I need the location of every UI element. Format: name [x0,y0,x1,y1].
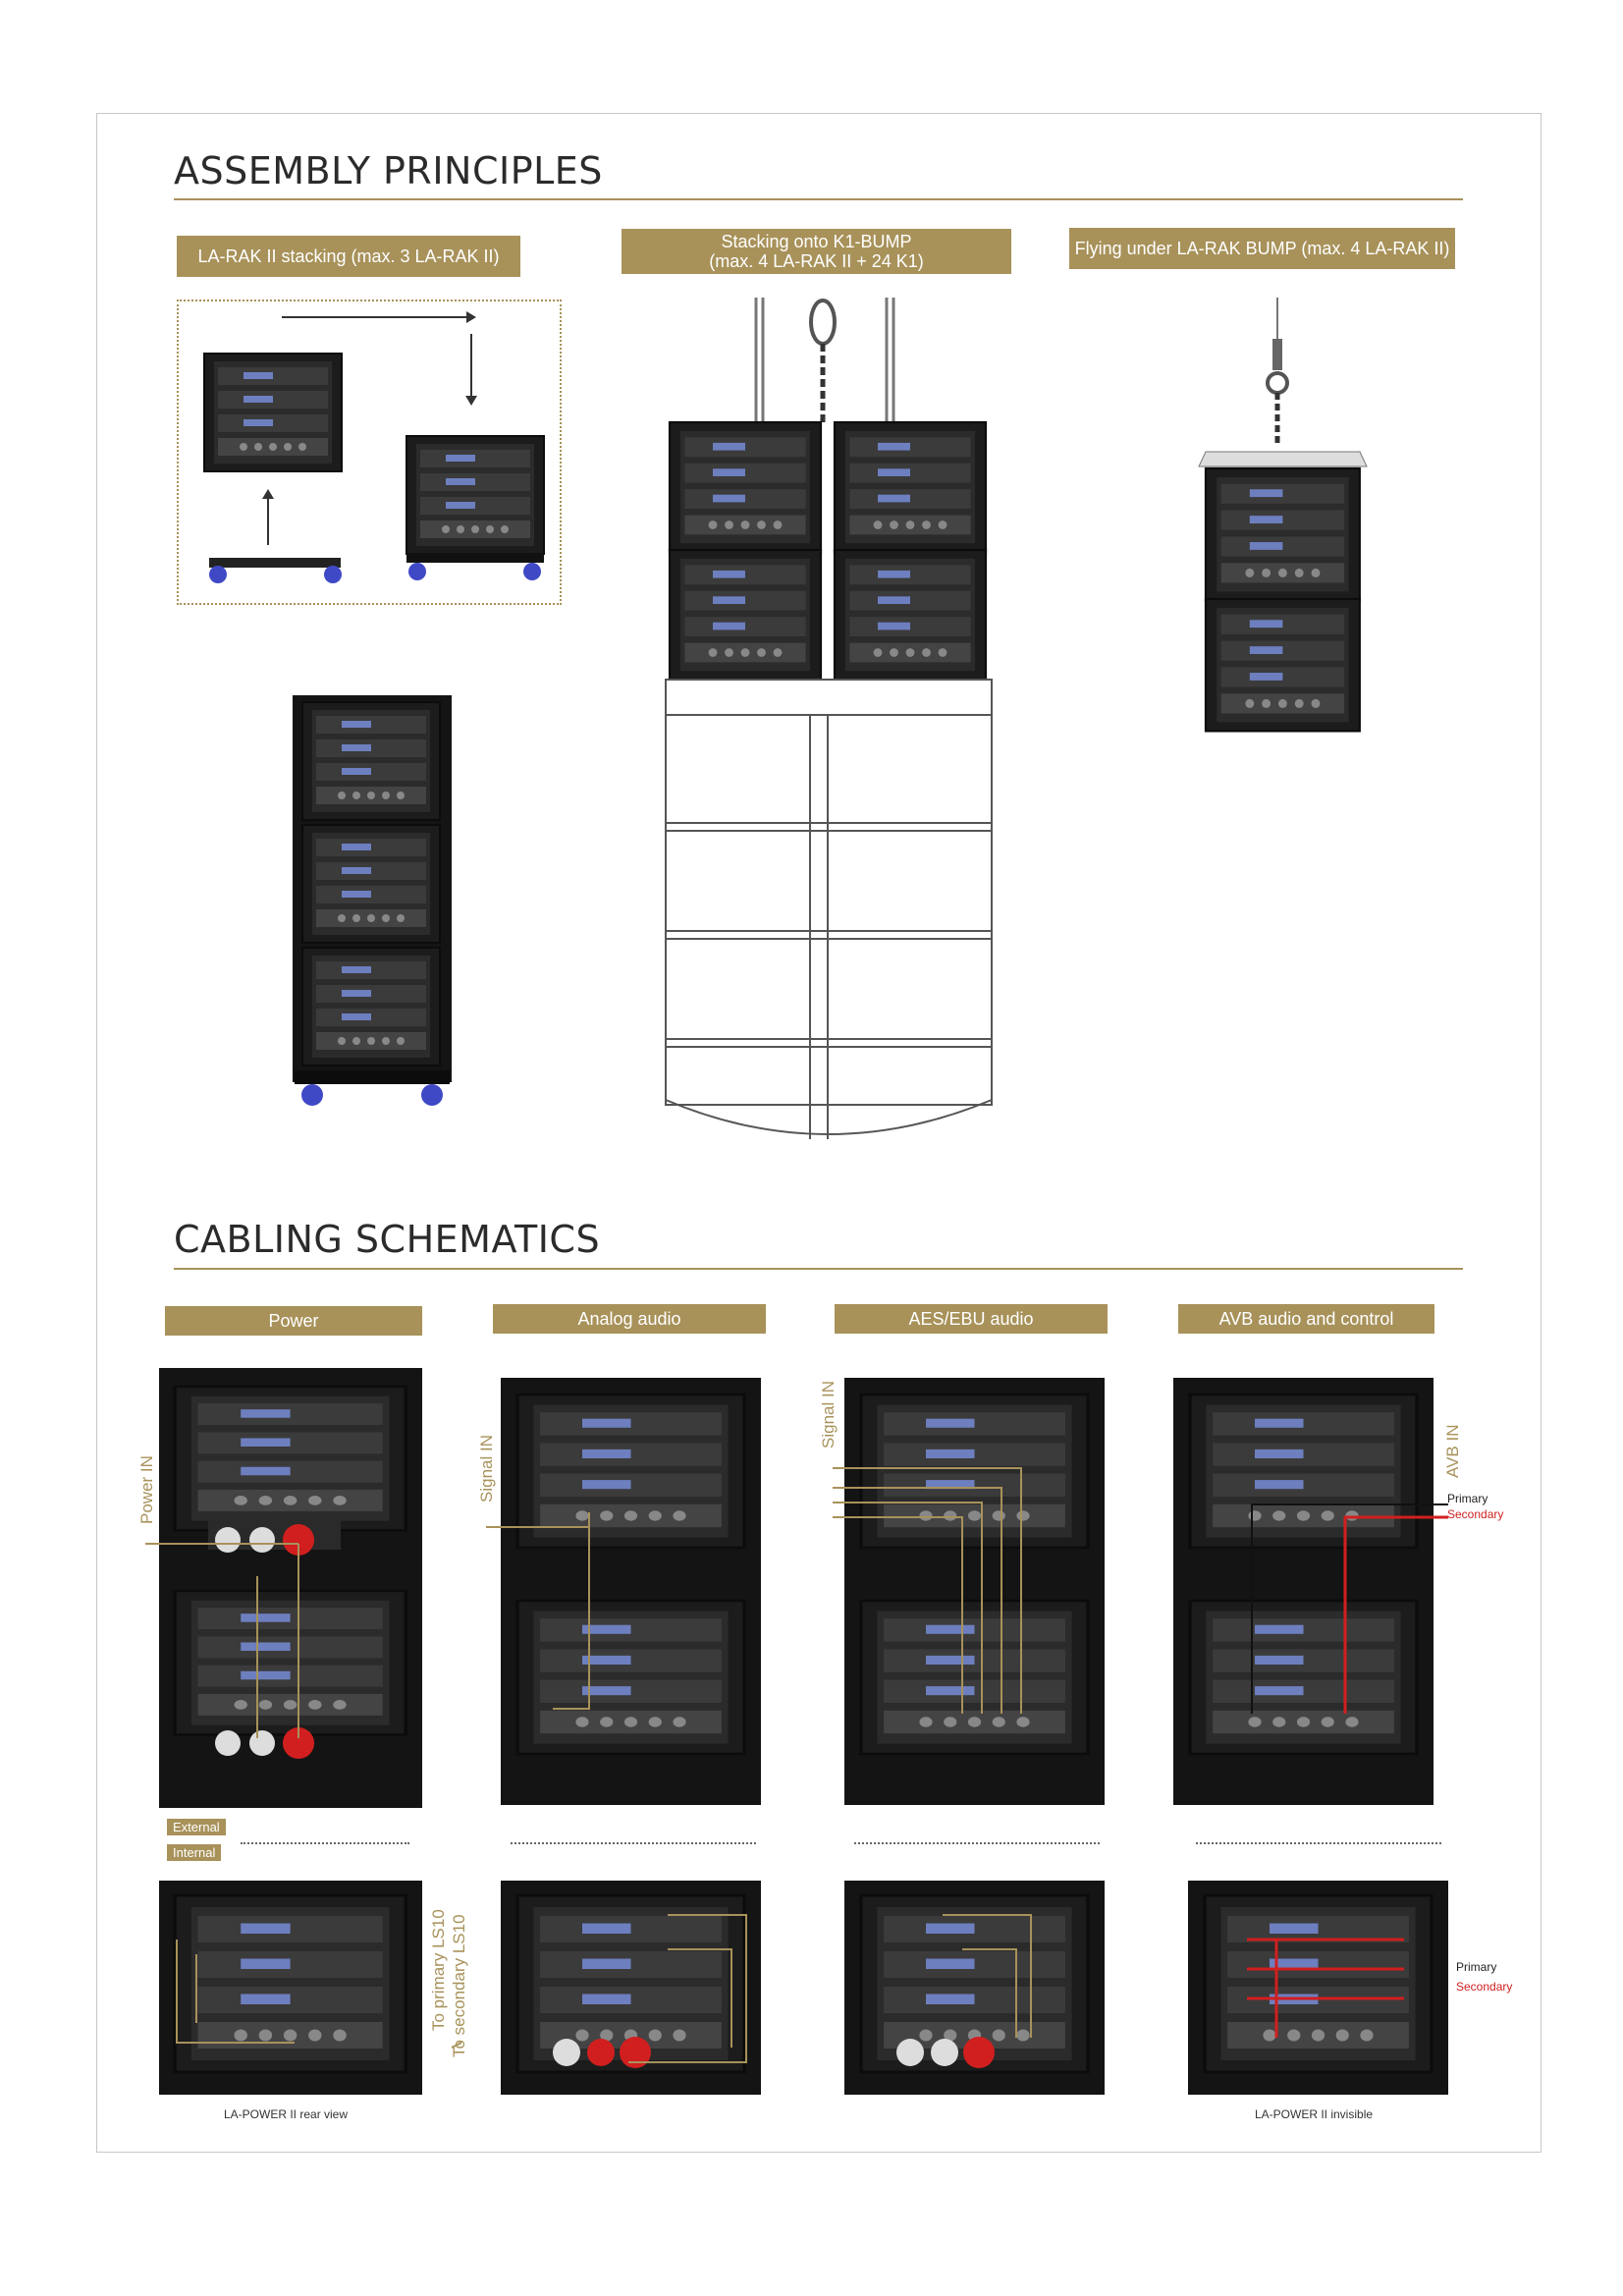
primary-label-bottom: Primary [1456,1960,1497,1974]
flying-label: Flying under LA-RAK BUMP (max. 4 LA-RAK … [1069,228,1455,269]
power-in-label: Power IN [137,1455,156,1524]
signal-in-label-analog: Signal IN [477,1435,496,1503]
secondary-label-top: Secondary [1447,1507,1504,1521]
k1bump-label: Stacking onto K1-BUMP (max. 4 LA-RAK II … [622,229,1011,274]
power-header: Power [165,1306,422,1336]
stacking-label: LA-RAK II stacking (max. 3 LA-RAK II) [177,236,520,277]
assembly-rule [174,198,1463,200]
invisible-caption: LA-POWER II invisible [1255,2107,1374,2121]
aes-header: AES/EBU audio [835,1304,1108,1334]
k1bump-label-line2: (max. 4 LA-RAK II + 24 K1) [709,251,924,271]
separator-dots-4 [1196,1842,1441,1844]
cabling-schematics-title: CABLING SCHEMATICS [174,1218,601,1261]
cabling-rule [174,1268,1463,1270]
to-primary-label: To primary LS10 [429,1909,448,2031]
flying-illustration [1198,298,1368,733]
separator-dots-3 [854,1842,1100,1844]
avb-header: AVB audio and control [1178,1304,1434,1334]
stacking-box [177,300,562,605]
internal-tag: Internal [167,1844,222,1861]
cabling-racks [145,1368,1448,2095]
signal-in-label-aes: Signal IN [819,1381,838,1449]
rear-view-caption: LA-POWER II rear view [224,2107,349,2121]
external-tag: External [167,1819,226,1835]
avb-in-label: AVB IN [1443,1424,1462,1478]
stacking-illustration [203,311,545,583]
assembly-principles-title: ASSEMBLY PRINCIPLES [174,149,603,192]
k1-bump-illustration [665,298,993,1139]
secondary-label-bottom: Secondary [1456,1980,1513,1994]
to-secondary-label: To secondary LS10 [450,1914,468,2057]
page-frame [96,113,1542,2153]
separator-dots-1 [241,1842,409,1844]
analog-header: Analog audio [493,1304,766,1334]
primary-label-top: Primary [1447,1492,1488,1505]
separator-dots-2 [511,1842,756,1844]
three-rack-stack [293,695,452,1106]
k1bump-label-line1: Stacking onto K1-BUMP [721,232,912,251]
